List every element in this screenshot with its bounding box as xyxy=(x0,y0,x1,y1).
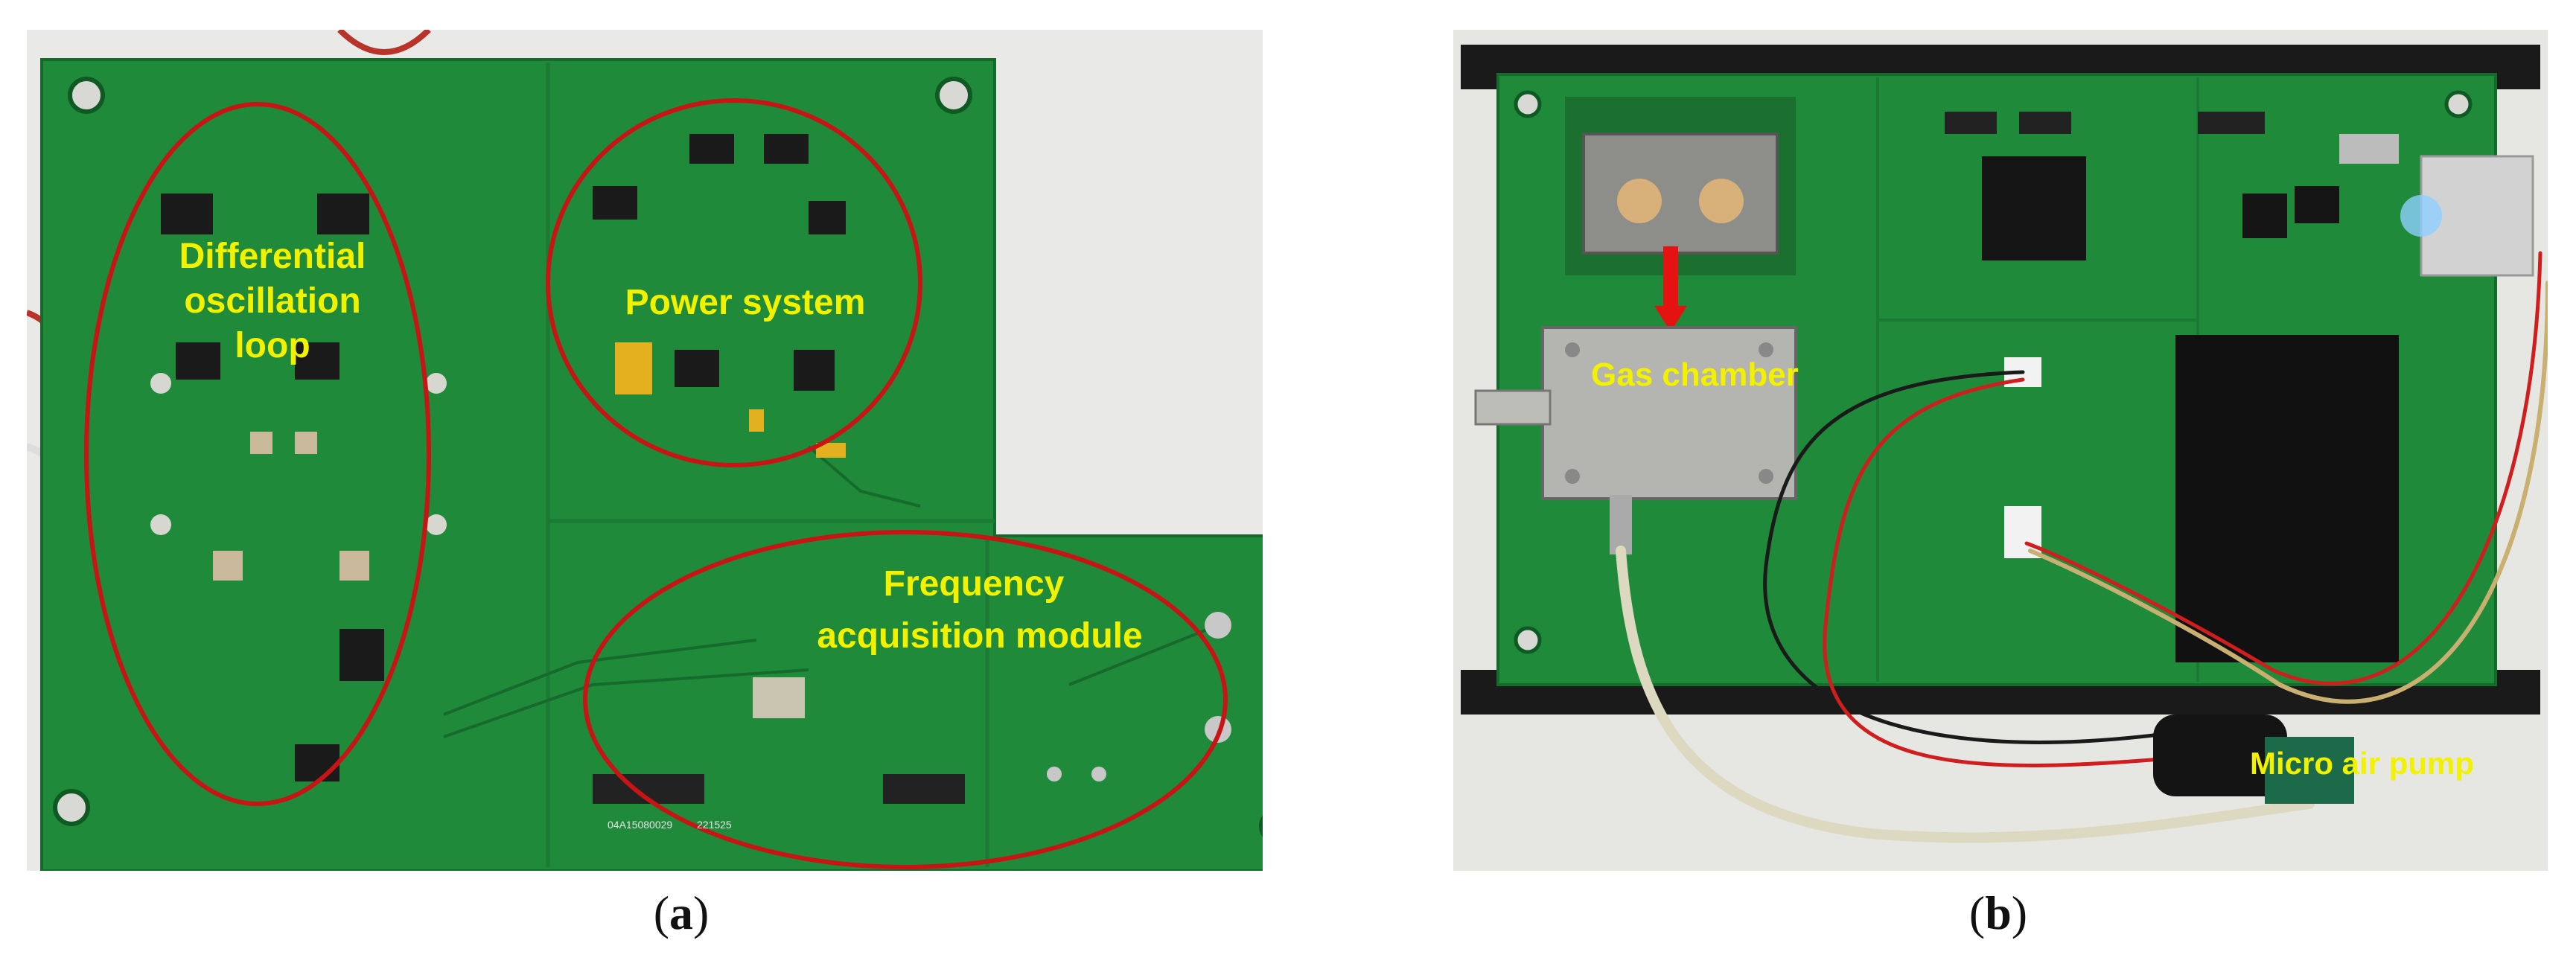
label-micro-air-pump: Micro air pump xyxy=(2250,746,2474,781)
caption-b: (b) xyxy=(1968,886,2028,939)
silk-date: 221525 xyxy=(697,819,732,831)
panel-b-photo: Gas chamber Micro air pump xyxy=(1453,30,2548,871)
pcb-board xyxy=(40,58,1263,871)
power-system-ellipse xyxy=(546,98,922,467)
label-differential-1: Differential xyxy=(179,237,366,276)
label-differential-2: oscillation xyxy=(184,281,360,321)
label-frequency-2: acquisition module xyxy=(817,616,1142,656)
label-power-system: Power system xyxy=(625,283,866,322)
oscillation-loop-ellipse xyxy=(84,102,431,806)
silk-serial: 04A15080029 xyxy=(608,819,672,831)
label-differential-3: loop xyxy=(235,326,310,365)
frequency-module-ellipse xyxy=(583,530,1228,869)
label-frequency-1: Frequency xyxy=(884,564,1065,604)
gas-chamber xyxy=(1541,326,1797,500)
caption-a: (a) xyxy=(653,886,710,939)
micro-air-pump xyxy=(2153,715,2287,796)
panel-a-photo: Differential oscillation loop Power syst… xyxy=(27,30,1263,871)
label-gas-chamber: Gas chamber xyxy=(1591,357,1799,393)
